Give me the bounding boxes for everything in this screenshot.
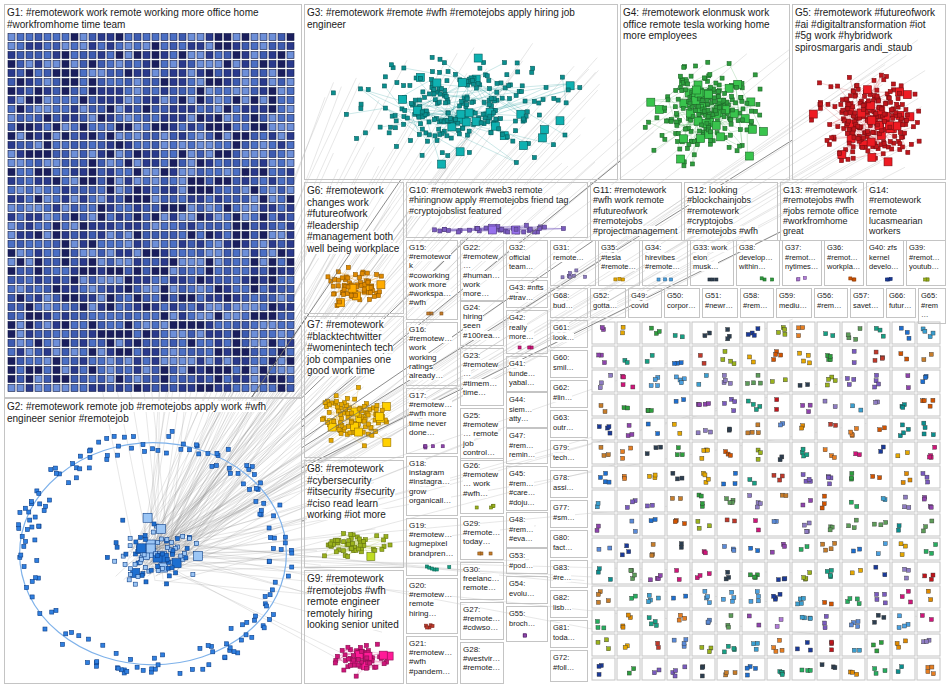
network-canvas: G1: #remotework work remote working more…	[0, 0, 950, 688]
